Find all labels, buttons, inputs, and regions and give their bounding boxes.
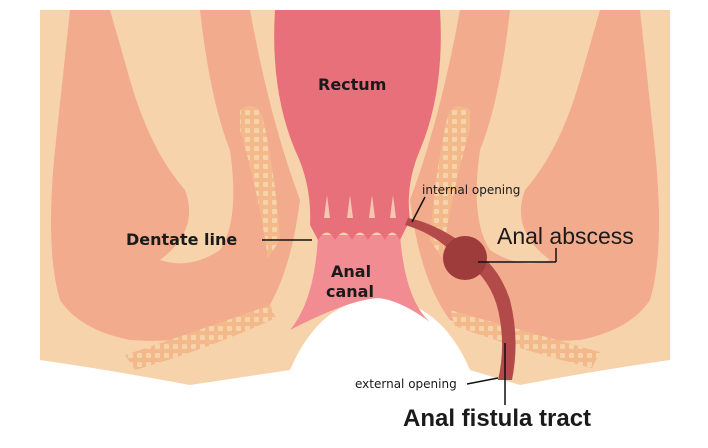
anal-canal — [290, 235, 430, 330]
leader-lines — [262, 196, 557, 405]
right-sphincter-muscle — [450, 310, 600, 368]
anal-fistula-tract-label: Anal fistula tract — [403, 405, 592, 432]
left-levator-muscle — [240, 106, 280, 258]
rectal-columns — [324, 195, 396, 218]
anal-abscess-label: Anal abscess — [497, 223, 634, 249]
internal-opening-label: internal opening — [422, 183, 521, 197]
left-buttock-inner — [110, 10, 234, 264]
anal-abscess-mass — [443, 236, 487, 280]
anal-canal-label-line2: canal — [326, 282, 374, 301]
right-levator-muscle — [430, 106, 470, 258]
rectum-label: Rectum — [318, 75, 387, 94]
right-buttock-inner — [476, 10, 600, 264]
dentate-line-label: Dentate line — [126, 230, 238, 249]
rectum — [274, 10, 441, 240]
external-opening-label: external opening — [355, 377, 457, 391]
left-sphincter-muscle — [125, 305, 276, 370]
anal-canal-label-line1: Anal — [331, 262, 372, 281]
